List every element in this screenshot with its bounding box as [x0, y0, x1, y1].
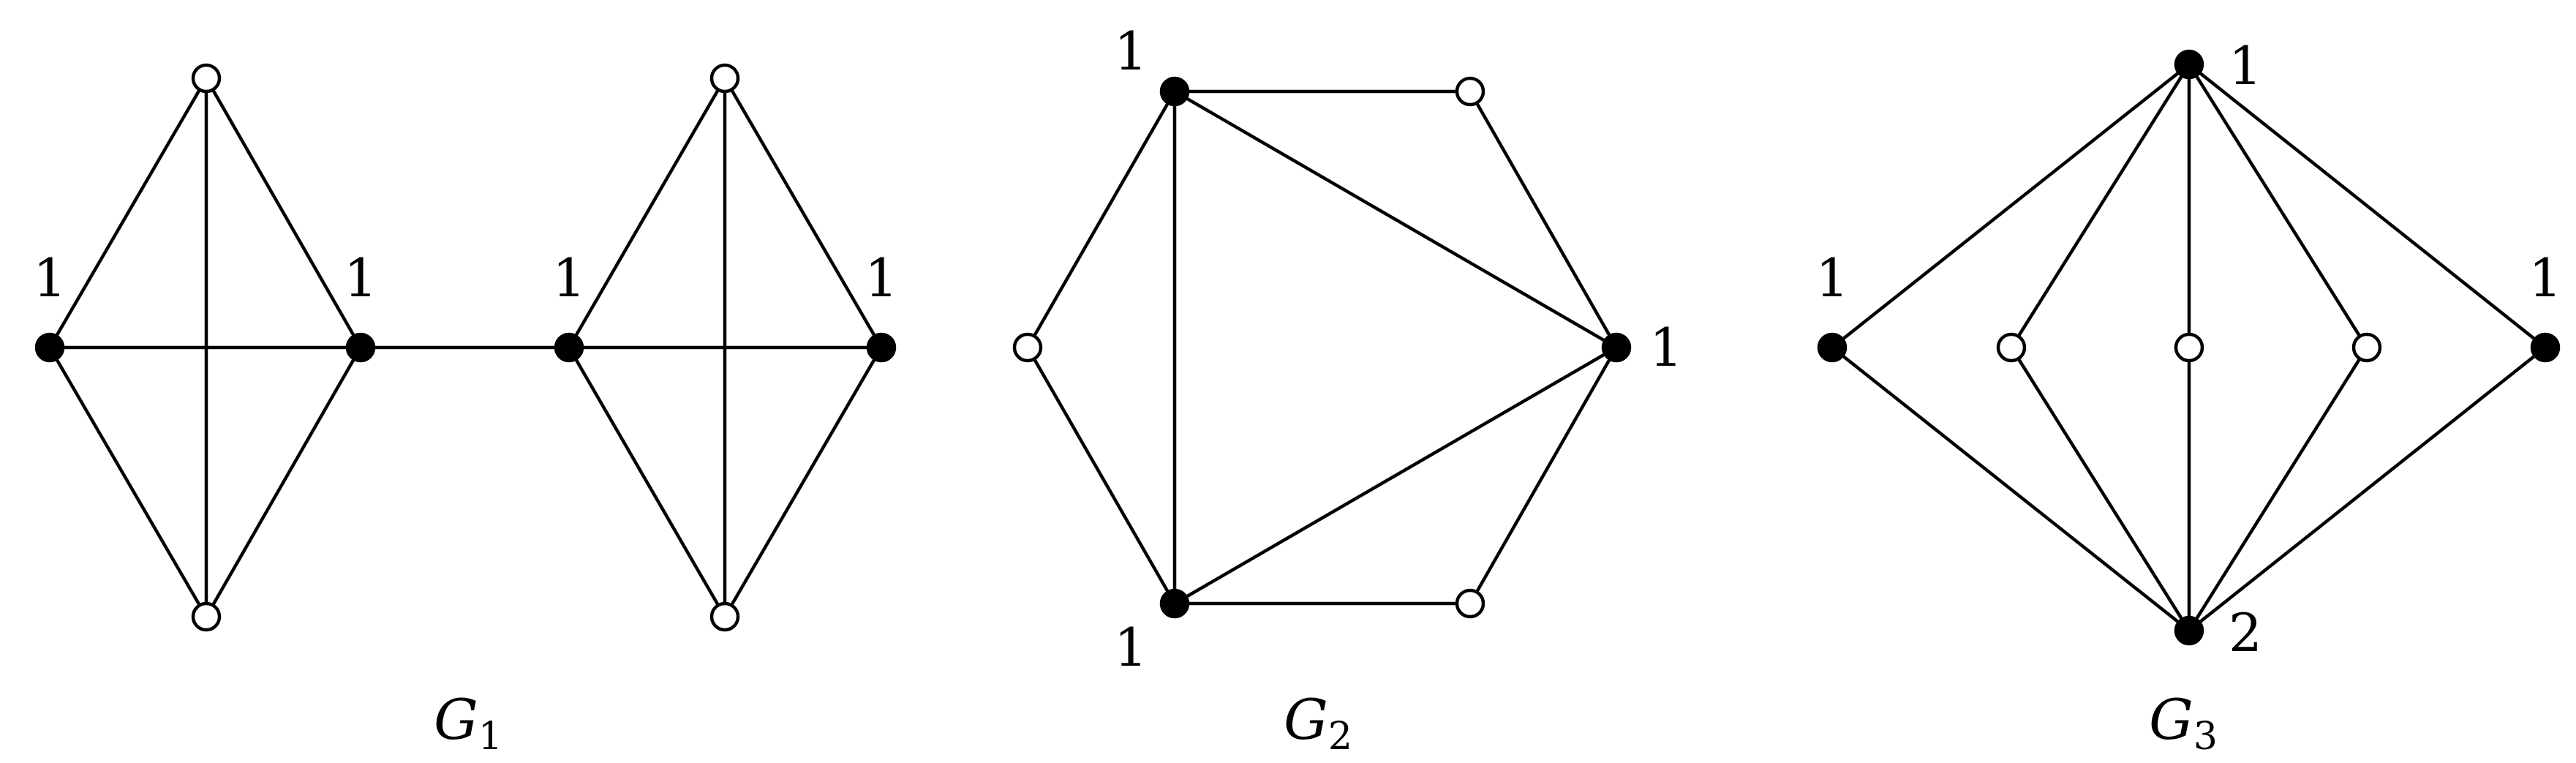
edge-top-m1: [2010, 63, 2191, 349]
vertex-a2: [34, 332, 65, 363]
vertex-p1: [1159, 76, 1190, 107]
vertex-label-p1: 1: [1114, 20, 1148, 82]
edge-p3-p5: [1173, 346, 1618, 605]
vertex-b4: [709, 601, 740, 632]
vertex-label-right: 1: [2528, 247, 2562, 309]
vertex-label-p5: 1: [1114, 617, 1148, 678]
vertex-label-p3: 1: [1649, 317, 1683, 378]
edge-bottom-m1: [2010, 346, 2191, 632]
edge-a1-a3: [205, 77, 362, 349]
vertex-m1: [1996, 332, 2027, 363]
edge-top-left: [1831, 63, 2191, 349]
edge-top-right: [2188, 63, 2547, 349]
graph-g2: 1 1 1 G2: [1012, 20, 1683, 759]
graph-g1: 1 1 1 1 G1: [33, 63, 898, 759]
vertex-top: [2174, 49, 2204, 80]
edge-a3-a4: [205, 346, 362, 618]
vertex-label-a3: 1: [344, 247, 377, 309]
vertex-p2: [1455, 76, 1485, 107]
vertex-label-top: 1: [2229, 35, 2262, 97]
vertex-p3: [1601, 332, 1632, 363]
caption-g2: G2: [1284, 687, 1352, 759]
vertex-a1: [191, 63, 222, 94]
edge-p6-p1: [1026, 90, 1176, 349]
edge-b3-b4: [723, 346, 883, 618]
edge-p5-p6: [1026, 346, 1176, 605]
vertex-label-a2: 1: [33, 247, 67, 309]
vertex-left: [1817, 332, 1848, 363]
caption-g3: G3: [2149, 687, 2218, 759]
edge-p1-p3: [1173, 90, 1618, 349]
vertex-label-left: 1: [1815, 247, 1849, 309]
vertex-b1: [709, 63, 740, 94]
edge-top-m3: [2188, 63, 2368, 349]
edge-a2-a4: [48, 346, 208, 618]
vertex-a4: [191, 601, 222, 632]
vertex-m3: [2351, 332, 2382, 363]
vertex-label-b3: 1: [865, 247, 898, 309]
vertex-right: [2530, 332, 2561, 363]
edge-p2-p3: [1469, 90, 1618, 349]
vertex-b3: [866, 332, 897, 363]
edge-bottom-m3: [2188, 346, 2368, 632]
vertex-p6: [1012, 332, 1043, 363]
vertex-label-bottom: 2: [2229, 602, 2262, 664]
edge-b1-b3: [723, 77, 883, 349]
edge-a1-a2: [48, 77, 208, 349]
caption-g1: G1: [434, 687, 502, 759]
vertex-bottom: [2174, 615, 2204, 646]
vertex-p4: [1455, 588, 1485, 619]
edge-b1-b2: [568, 77, 726, 349]
edge-b2-b4: [568, 346, 726, 618]
graph-g3: 1 2 1 1 G3: [1815, 35, 2562, 759]
edge-bottom-left: [1831, 346, 2191, 632]
vertex-b2: [554, 332, 584, 363]
vertex-p5: [1159, 588, 1190, 619]
vertex-label-b2: 1: [552, 247, 586, 309]
edge-bottom-right: [2188, 346, 2547, 632]
edge-p3-p4: [1469, 346, 1618, 605]
vertex-a3: [345, 332, 376, 363]
vertex-m2: [2174, 332, 2204, 363]
